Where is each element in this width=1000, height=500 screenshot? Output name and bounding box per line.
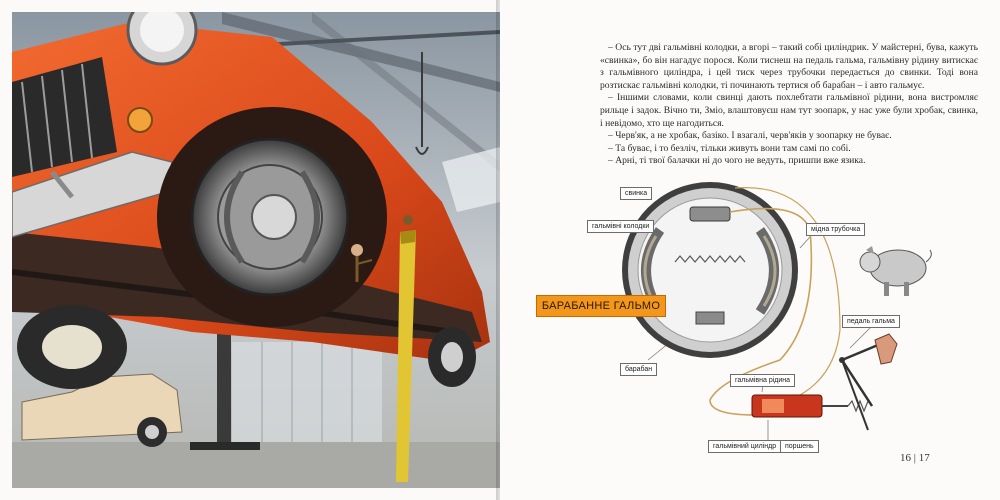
- paragraph-4: – Та буває, і то безліч, тільки живуть в…: [608, 142, 851, 154]
- foot-icon: [874, 333, 898, 365]
- label-svynka: свинка: [620, 187, 653, 200]
- drum-brake-diagram: [622, 182, 932, 440]
- label-master-cylinder: гальмівний циліндр: [708, 440, 782, 453]
- copper-pipe: [709, 207, 813, 416]
- wheel-cylinder: [689, 206, 731, 222]
- label-copper-pipe: мідна трубочка: [806, 223, 866, 236]
- label-drum: барабан: [620, 363, 658, 376]
- label-piston: поршень: [780, 440, 819, 453]
- paragraph-5: – Арні, ті твої балачки ні до чого не ве…: [608, 155, 866, 167]
- drum-brake-banner: БАРАБАННЕ ГАЛЬМО: [536, 295, 666, 317]
- label-brake-shoes: гальмівні колодки: [587, 220, 655, 233]
- story-text: – Ось тут дві гальмівні колодки, а вгорі…: [600, 42, 978, 168]
- label-brake-pedal: педаль гальма: [842, 315, 900, 328]
- pig-icon: [859, 246, 932, 296]
- label-brake-fluid: гальмівна рідина: [730, 374, 796, 387]
- car-lift-illustration: [12, 12, 500, 488]
- paragraph-3: – Черв'як, а не хробак, базіко. І взагал…: [608, 130, 892, 142]
- brake-pedal-arm: [840, 359, 874, 407]
- left-page: [0, 0, 500, 500]
- paragraph-1: – Ось тут дві гальмівні колодки, а вгорі…: [600, 42, 978, 91]
- paragraph-2: – Іншими словами, коли свинці дають похл…: [600, 92, 978, 129]
- return-spring: [674, 255, 746, 263]
- page-numbers: 16 | 17: [900, 452, 930, 464]
